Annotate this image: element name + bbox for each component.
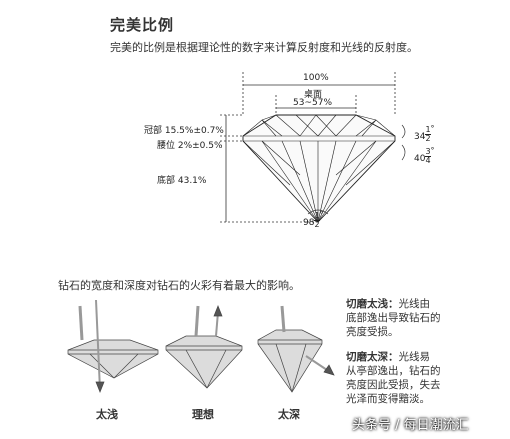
diamond-illustration — [242, 114, 396, 223]
table-range: 53~57% — [293, 98, 332, 108]
width-label: 100% — [303, 73, 329, 83]
girdle-label: 腰位 2%±0.5% — [157, 141, 223, 151]
cases-illustration: 太浅 理想 太深 — [67, 299, 335, 421]
crown-label: 冠部 15.5%±0.7% — [144, 126, 224, 136]
case-label-shallow: 太浅 — [95, 407, 118, 421]
case-label-deep: 太深 — [277, 407, 300, 421]
case-label-ideal: 理想 — [192, 407, 214, 421]
pavilion-label: 底部 43.1% — [157, 176, 207, 186]
watermark: 头条号 / 每日潮流汇 — [352, 418, 469, 433]
table-label: 桌面 — [304, 90, 323, 100]
page-title: 完美比例 — [110, 16, 175, 34]
note-shallow: 切磨太浅：光线由 底部逸出导致钻石的 亮度受损。 — [346, 298, 441, 338]
caption-text: 钻石的宽度和深度对钻石的火彩有着最大的影响。 — [58, 279, 300, 292]
note-deep: 切磨太深：光线易 从亭部逸出，钻石的 亮度因此受损，失去 光泽而变得黯淡。 — [346, 351, 441, 405]
page-subtitle: 完美的比例是根据理论性的数字来计算反射度和光线的反射度。 — [110, 41, 418, 54]
